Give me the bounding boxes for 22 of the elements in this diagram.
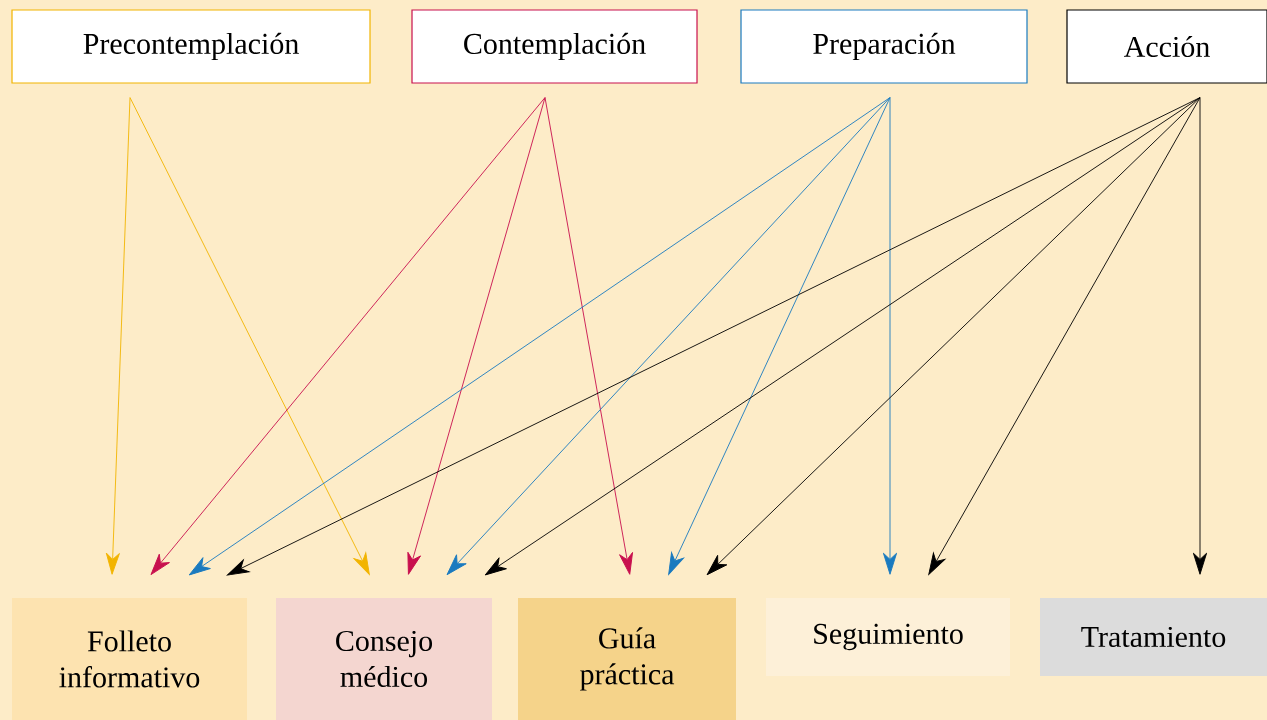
arrow: [484, 97, 1201, 576]
arrow: [706, 97, 1201, 576]
arrow: [407, 97, 546, 575]
stage-box: Preparación: [740, 9, 1028, 84]
stage-box: Contemplación: [411, 9, 698, 84]
resource-box: Tratamiento: [1040, 598, 1267, 676]
resource-box: Folleto informativo: [12, 598, 247, 720]
arrow: [129, 97, 370, 575]
arrow: [928, 97, 1201, 575]
arrow: [105, 97, 131, 575]
resource-box: Consejo médico: [276, 598, 492, 720]
arrow: [188, 97, 891, 576]
stage-box: Precontemplación: [11, 9, 371, 84]
arrow: [668, 97, 891, 575]
arrow: [1192, 97, 1208, 575]
resource-box: Guía práctica: [518, 598, 736, 720]
arrow: [882, 97, 898, 575]
arrow: [544, 97, 633, 575]
resource-box: Seguimiento: [766, 598, 1010, 676]
arrow: [150, 97, 546, 576]
arrow: [446, 97, 891, 576]
stage-box: Acción: [1066, 9, 1267, 84]
